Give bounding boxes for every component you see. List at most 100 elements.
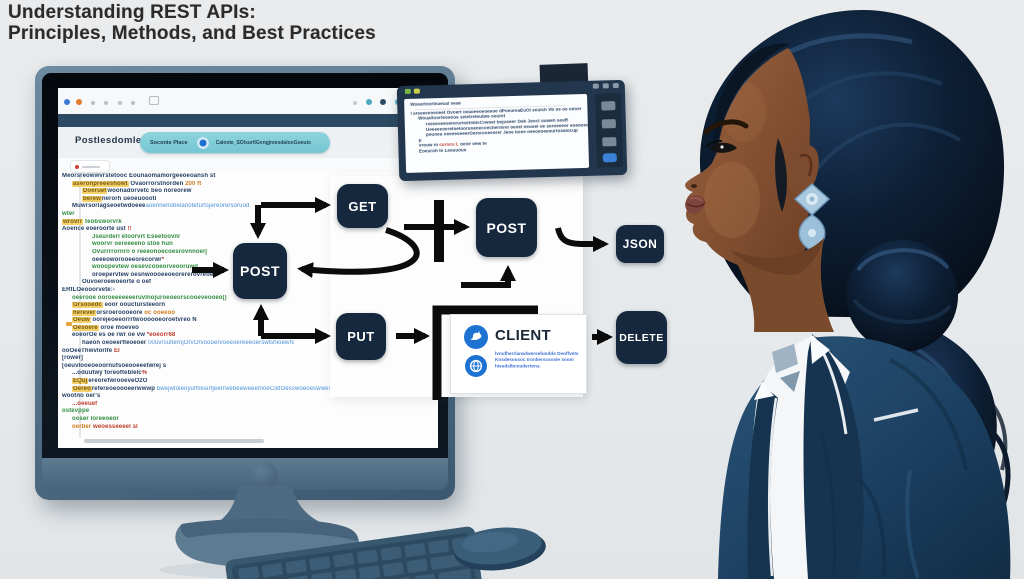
toolbar-dot-navy-icon[interactable] [380,99,387,105]
sidebar-button[interactable] [602,137,617,147]
code-line: berewnerorh ueoeuoooti [82,195,157,202]
flowchart-arrows [192,197,613,400]
title-line-2: Principles, Methods, and Best Practices [8,23,376,44]
code-line: wter [62,210,75,217]
tab-dot-blue-icon[interactable] [64,99,70,105]
record-dot-icon [75,164,79,169]
tab-dot-gray-icon [90,101,95,105]
ear [787,144,819,195]
bird-icon [464,325,488,349]
window-control-yellow-icon[interactable] [413,88,420,94]
sidebar-button[interactable] [601,101,616,111]
keyboard[interactable] [222,516,498,579]
right-lapel [803,334,864,579]
mini-tab[interactable] [70,160,110,173]
client-card: CLIENT lvnufherrlanwlwersefundds Deoffve… [450,314,587,394]
window-menu-icon[interactable] [602,83,609,89]
page-title: Understanding REST APIs: Principles, Met… [8,2,376,44]
code-line: wrovrr teobsworvrk [62,218,122,225]
code-line: ostevppe [62,408,90,415]
browser-sub-strip [58,158,438,173]
address-pill-right-text: Calovte_SOlsurtlGvngjreesdalooGoeuts [215,139,311,146]
code-line: wootno oer's [62,393,101,400]
globe-badge-icon [196,136,209,149]
code-line: Meorsreowwvrstetooc Eounaomamorgeeoeoans… [62,173,216,179]
node-post-main: POST [233,243,287,299]
client-label: CLIENT [495,327,551,344]
code-line: hereverorsroeroooeore oc ooeeoo [72,309,176,316]
tab-dot-gray-icon [131,101,136,105]
arrow-curve-get-to-post [297,227,420,279]
code-line: woorvr oereeeeno stoe hun [92,241,173,248]
browser-toolbar: Postlesdomle Soconte Place Calovte_SOlsu… [58,127,438,158]
code-line: Oesoere oroe moeveo [72,324,139,331]
sidebar-button[interactable] [601,119,616,129]
code-line: Orsooedc eoor oouctursteeorn [72,302,166,309]
toolbar-dot-teal-icon[interactable] [365,99,372,105]
code-line: oroepervtew oesnwoooeeoeorererovreoew [92,271,219,278]
floating-window-sidebar [595,92,624,168]
node-delete: DELETE [616,311,667,364]
client-bracket [432,305,538,400]
tab-dot-gray-icon [104,101,109,105]
junction-bar [434,200,444,262]
client-description-line: Knsdesossoc tronlierscsosle snom [495,358,574,363]
code-line: Aoence eoeroorte ust !! [62,226,132,233]
monitor-chin [42,458,448,490]
code-line: Oeuw oorejeoeeorrrtwoooooeoroetvreo N [72,317,197,324]
code-line: Muwrsorlagseoetwdoeeeaoennerlobelanotetu… [72,203,250,210]
code-line: ooOeeThwvlorlfe El [62,347,120,354]
code-line: oeerooe ooroeeeeeeeruvlnojuroeoeorscooev… [72,294,227,301]
code-editor: Meorsreowwvrstetooc Eounaomamorgeeoeoans… [62,173,436,435]
title-line-1: Understanding REST APIs: [8,2,256,23]
earring [793,182,831,252]
face [685,48,810,271]
code-line: Jseurderl etoorvrt Eseetoovnl [92,233,180,240]
shirt-logo [772,344,798,373]
address-pill[interactable]: Soconte Place Calovte_SOlsurtlGvngjreesd… [140,132,330,153]
collar-point [810,334,830,364]
code-line: ooser loreeoeor [72,416,119,422]
monitor-logo-button [251,462,278,489]
code-line: oeeeoworooeeorecorwr* [92,256,165,263]
code-line: oerber weoesseeeel sl [72,423,138,430]
code-line: eoeorOe es oe rwr oe vw *eoeorr68 [72,332,176,339]
code-line: ERtLOeooorvete:- [62,286,115,293]
code-line: EQujereorefwrooeveO2O [72,378,148,385]
code-line: ...oduutwy foreofteblelc% [72,370,148,377]
window-control-green-icon[interactable] [404,88,411,94]
hair-bun [846,240,958,352]
woman-illustration [685,9,1011,579]
eyebrow [703,119,749,135]
client-description-line: lvnufherrlanwlwersefundds Deoffvets [495,351,579,357]
app-label: Postlesdomle [75,135,142,146]
mini-tab-placeholder [82,165,100,168]
code-line: Doeruetwoonadorvetc beo noreorew [82,188,192,195]
window-menu-icon[interactable] [612,83,619,89]
code-line: Ouvoeroewoeorte o oef [82,279,152,286]
gutter-marker-icon [66,322,72,326]
mouse[interactable] [450,520,550,572]
code-line: aseronpreeeshowt Ovaorrorstnorden 200 ft [72,180,202,187]
tab-dot-gray-icon [117,101,122,105]
address-pill-left-text: Soconte Place [150,139,188,146]
globe-icon [465,355,487,377]
browser-dark-band [58,114,438,127]
cloud-sync-icon[interactable] [602,153,617,163]
node-json: JSON [616,225,664,263]
code-line: [rower] [62,355,84,362]
window-menu-icon[interactable] [592,83,599,89]
code-line: Oereorefereoeoooeerwwwp bwejwtoleoyufhli… [72,385,347,392]
client-description-line: hiesdslbcnudertons. [495,364,541,369]
node-put: PUT [336,313,386,360]
tab-dot-orange-icon[interactable] [76,99,83,105]
new-tab-icon[interactable] [148,96,159,105]
code-line: Ovurrrrornrn o reeeonoecoesrovnnoel] [92,248,207,255]
arrow-post2-to-json [555,227,609,253]
code-line: wooopevtew oesevcooeorveooruwd [92,264,199,271]
horizontal-scrollbar[interactable] [84,439,264,443]
